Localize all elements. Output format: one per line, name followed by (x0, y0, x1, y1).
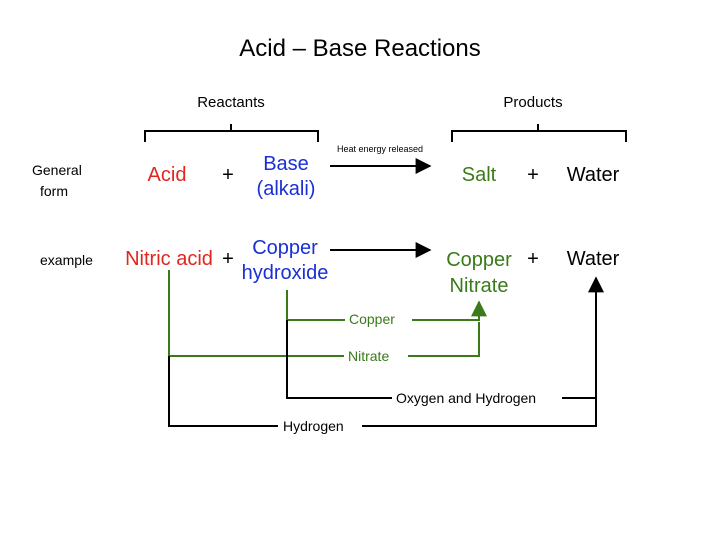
example-plus-2: + (527, 248, 539, 270)
general-row-label-line1: General (32, 162, 82, 178)
general-row-label-line2: form (40, 183, 68, 199)
example-base-line1: Copper (252, 237, 318, 259)
general-acid: Acid (147, 164, 187, 186)
example-row-label: example (40, 252, 93, 268)
general-water: Water (566, 164, 620, 186)
hydrogen-flow-label: Hydrogen (279, 419, 348, 433)
example-water: Water (566, 248, 620, 270)
general-plus-2: + (527, 164, 539, 186)
oxygen-hydrogen-flow-label: Oxygen and Hydrogen (392, 391, 541, 405)
nitrate-flow-label: Nitrate (344, 349, 394, 363)
heat-energy-note: Heat energy released (336, 144, 424, 154)
general-base-line1: Base (263, 153, 309, 175)
general-base-line2: (alkali) (256, 178, 316, 200)
page-title: Acid – Base Reactions (239, 35, 481, 62)
copper-flow-line (286, 290, 345, 321)
example-salt-line2: Nitrate (449, 275, 509, 297)
example-base-line2: hydroxide (241, 262, 329, 284)
reactants-header: Reactants (197, 94, 265, 111)
products-brace (451, 124, 627, 142)
reactants-brace (144, 124, 319, 142)
general-salt: Salt (461, 164, 497, 186)
example-acid: Nitric acid (125, 248, 213, 270)
example-salt-line1: Copper (446, 249, 512, 271)
copper-flow-arrow (412, 300, 487, 321)
general-plus-1: + (222, 164, 234, 186)
copper-flow-label: Copper (345, 312, 399, 326)
example-plus-1: + (222, 248, 234, 270)
hydrogen-flow-line (168, 356, 278, 427)
products-header: Products (503, 94, 563, 111)
hydrogen-flow-arrow (362, 276, 604, 427)
oxygen-hydrogen-flow-line (286, 320, 392, 399)
nitrate-flow-arrow (408, 322, 480, 357)
